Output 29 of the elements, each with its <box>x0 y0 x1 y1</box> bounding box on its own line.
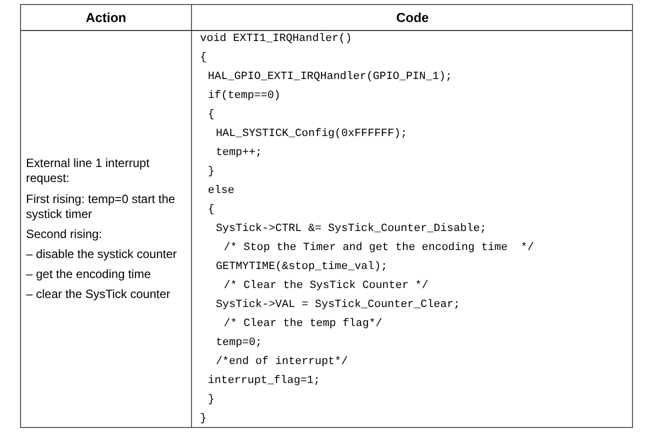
column-header: Action <box>84 10 128 25</box>
action-text: External line 1 interrupt request: <box>26 156 150 186</box>
code-line: /*end of interrupt*/ <box>216 356 348 369</box>
action-text: – clear the SysTick counter <box>26 287 172 302</box>
code-line: if(temp==0) <box>208 90 281 103</box>
code-line: HAL_SYSTICK_Config(0xFFFFFF); <box>216 128 408 141</box>
code-line: } <box>200 413 207 426</box>
code-line: HAL_GPIO_EXTI_IRQHandler(GPIO_PIN_1); <box>208 71 452 84</box>
code-line: { <box>200 52 207 65</box>
action-text: First rising: temp=0 start the systick timer <box>26 192 176 222</box>
code-line: /* Clear the temp flag*/ <box>224 318 382 331</box>
code-line: SysTick->VAL = SysTick_Counter_Clear; <box>216 299 460 312</box>
code-line: SysTick->CTRL &= SysTick_Counter_Disable; <box>216 223 486 236</box>
code-line: /* Stop the Timer and get the encoding time */ <box>224 242 534 255</box>
code-line: temp=0; <box>216 337 262 350</box>
code-line: { <box>208 109 215 122</box>
code-line: interrupt_flag=1; <box>208 375 320 388</box>
code-line: GETMYTIME(&stop_time_val); <box>216 261 388 274</box>
code-line: /* Clear the SysTick Counter */ <box>224 280 428 293</box>
code-line: void EXTI1_IRQHandler() <box>200 33 352 46</box>
code-line: } <box>208 394 215 407</box>
action-text: – disable the systick counter <box>26 247 178 262</box>
column-header: Code <box>395 10 430 25</box>
action-text: – get the encoding time <box>26 267 152 282</box>
code-line: temp++; <box>216 147 262 160</box>
code-line: { <box>208 204 215 217</box>
code-line: } <box>208 166 215 179</box>
code-line: else <box>208 185 234 198</box>
action-text: Second rising: <box>26 227 104 242</box>
